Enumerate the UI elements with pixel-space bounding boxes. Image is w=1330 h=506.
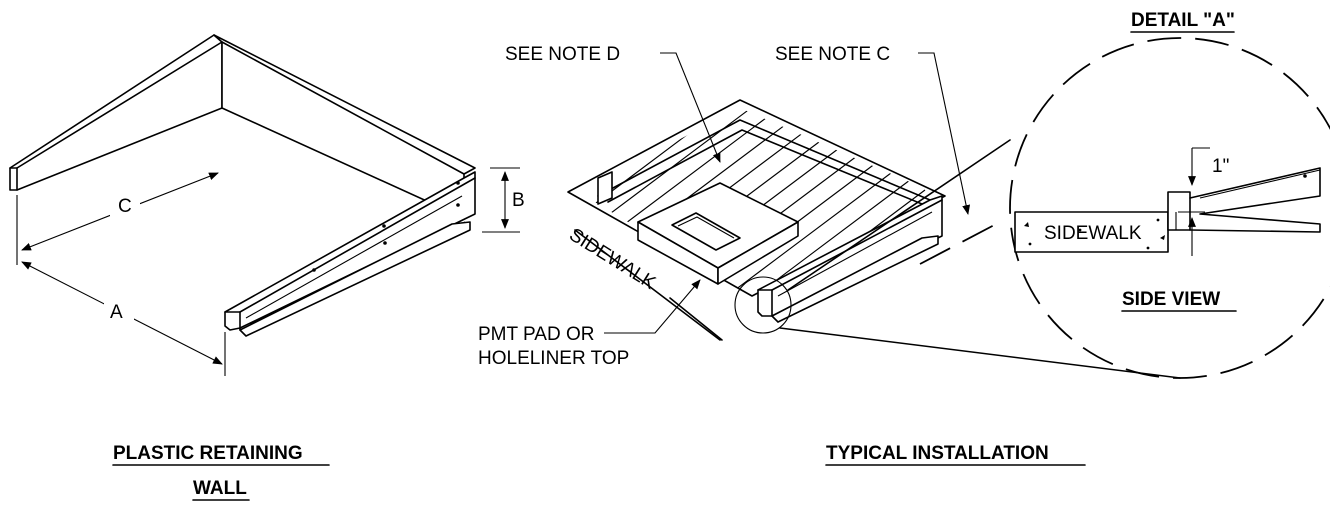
pmt-pad-side-right: [717, 221, 799, 285]
side-view-title: SIDE VIEW: [1122, 289, 1220, 310]
detail-a-callout-circle: [734, 276, 792, 334]
sidewalk-slab: [1014, 211, 1169, 253]
retaining-wall-view: C A B: [9, 34, 525, 376]
left-view-title-line2: WALL: [193, 478, 247, 499]
typical-installation-view: SIDEWALK SEE NOTE D SEE NOTE C PMT PAD O…: [478, 44, 1181, 379]
wall-base-flange: [239, 221, 471, 337]
detail-a-boundary: [1009, 37, 1330, 379]
dimension-c-label: C: [118, 196, 132, 217]
pmt-pad-note-line2: HOLELINER TOP: [478, 348, 629, 369]
detail-a-title: DETAIL "A": [1131, 10, 1235, 31]
wall-right-arm: [213, 34, 476, 219]
left-view-title-line1: PLASTIC RETAINING: [113, 443, 303, 464]
wall-left-arm: [9, 34, 223, 191]
detail-a-view: SIDEWALK 1": [1009, 37, 1330, 379]
dimension-a-label: A: [110, 302, 123, 323]
wall-front-arm: [224, 171, 476, 331]
sidewalk-detail-label: SIDEWALK: [1044, 223, 1142, 244]
sidewalk-edge-upper: [574, 229, 721, 341]
pmt-pad-leader: [604, 279, 701, 334]
note-d-label: SEE NOTE D: [505, 44, 620, 65]
one-inch-dimension-label: 1": [1212, 156, 1229, 177]
note-c-leader: [918, 52, 971, 215]
wall-profile: [1167, 167, 1321, 233]
note-c-label: SEE NOTE C: [775, 44, 890, 65]
dimension-b-label: B: [512, 190, 525, 211]
note-d-leader: [660, 52, 721, 163]
center-view-title: TYPICAL INSTALLATION: [826, 443, 1049, 464]
pmt-pad-note-line1: PMT PAD OR: [478, 324, 594, 345]
pmt-pad-opening: [671, 212, 741, 251]
